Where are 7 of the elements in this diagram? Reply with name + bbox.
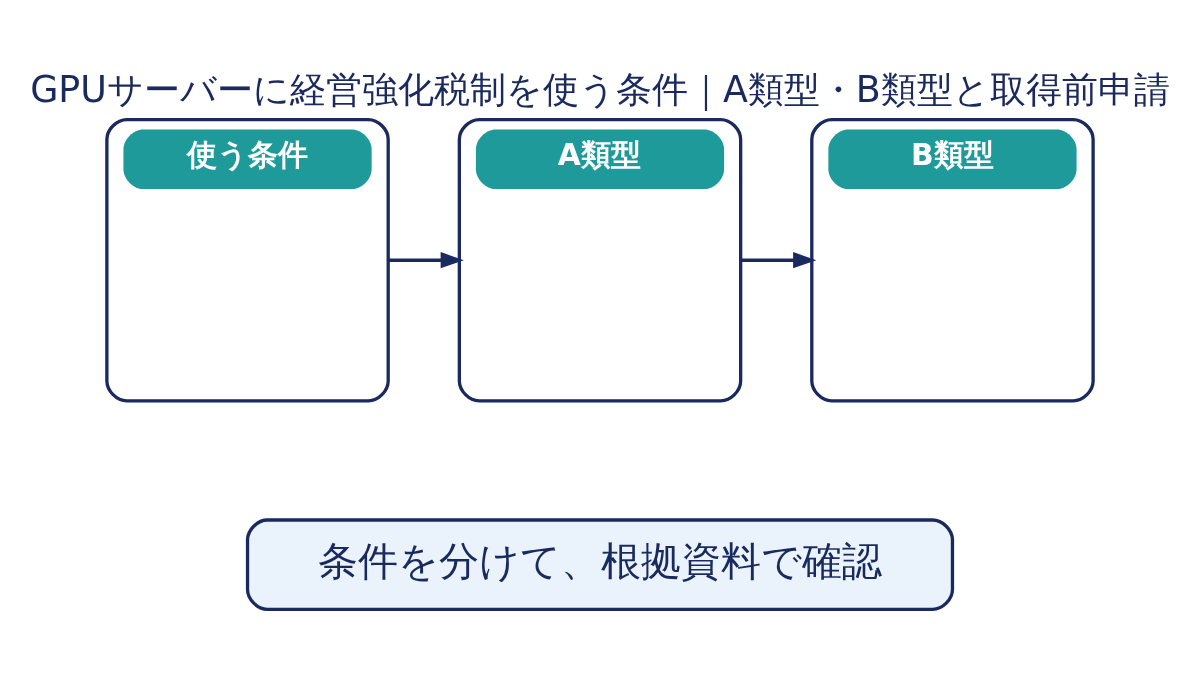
node-box: 使う条件 [105, 117, 390, 403]
node-box: B類型 [810, 117, 1095, 403]
node-box: 条件を分けて、根拠資料で確認 [245, 517, 955, 611]
arrow [741, 251, 817, 268]
arrow [388, 251, 464, 268]
diagram-title: GPUサーバーに経営強化税制を使う条件｜A類型・B類型と取得前申請 [30, 67, 1170, 111]
node-box: A類型 [457, 117, 743, 403]
